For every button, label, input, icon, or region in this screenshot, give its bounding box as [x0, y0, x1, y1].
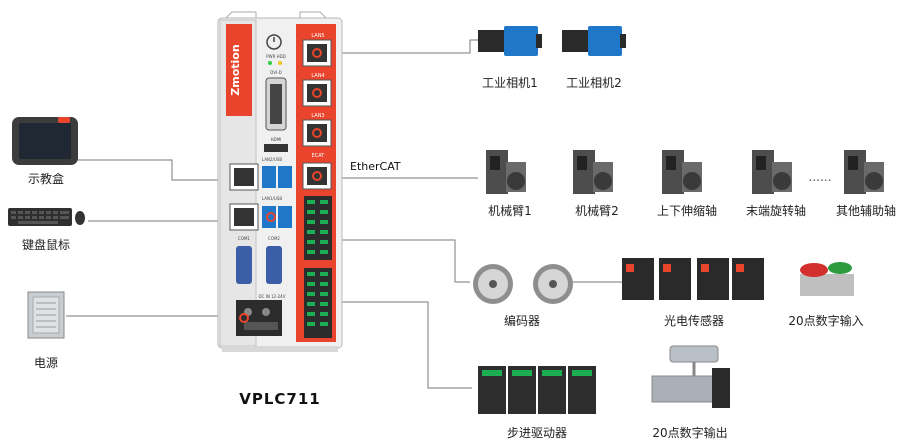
svg-text:LAN2/USB: LAN2/USB [262, 157, 282, 162]
label-axis-2: 机械臂2 [575, 204, 619, 218]
label-camera-2: 工业相机2 [566, 76, 622, 90]
svg-text:LAN3: LAN3 [311, 113, 324, 119]
encoder-icon-2 [533, 264, 573, 304]
label-camera-1: 工业相机1 [482, 76, 538, 90]
svg-text:COM2: COM2 [268, 236, 280, 241]
brand-strip [226, 24, 252, 116]
label-pendant: 示教盒 [27, 172, 65, 186]
line-encoder [330, 239, 470, 283]
connection-lines [66, 39, 622, 389]
photoelectric-sensor-icons [622, 258, 764, 300]
power-supply-icon [27, 291, 65, 339]
front-ports: PWR HDD DVI-D HDMI LAN2/USB LAN1/USB COM… [229, 34, 292, 336]
svg-text:PWR HDD: PWR HDD [266, 54, 286, 59]
axes-ellipsis: ...... [808, 170, 832, 184]
svg-text:LAN1/USB: LAN1/USB [262, 196, 282, 201]
svg-text:LAN5: LAN5 [311, 33, 324, 39]
camera-icon-1 [478, 26, 542, 56]
stepper-driver-icons [478, 366, 596, 414]
ethercat-label: EtherCAT [350, 160, 401, 173]
line-stepper [330, 301, 472, 389]
vplc-device: Zmotion LAN5 LAN4 LAN3 ECAT [217, 11, 343, 352]
label-axis-5: 其他辅助轴 [835, 204, 897, 218]
servo-icon-5 [844, 150, 884, 194]
line-pendant [72, 159, 240, 181]
label-stepper: 步进驱动器 [506, 426, 568, 440]
servo-icon-4 [752, 150, 792, 194]
label-power: 电源 [33, 356, 59, 370]
svg-text:COM1: COM1 [238, 236, 250, 241]
servo-icon-3 [662, 150, 702, 194]
svg-text:DC IN 12-24V: DC IN 12-24V [259, 294, 286, 299]
label-axis-1: 机械臂1 [488, 204, 532, 218]
label-digital-input: 20点数字输入 [788, 314, 864, 328]
label-digital-output: 20点数字输出 [652, 426, 728, 440]
camera-icon-2 [562, 26, 626, 56]
power-button-icon [266, 34, 282, 50]
svg-text:LAN4: LAN4 [311, 73, 324, 79]
label-photoelectric: 光电传感器 [663, 314, 725, 328]
encoder-icon-1 [473, 264, 513, 304]
lan-ports: LAN5 LAN4 LAN3 ECAT [302, 33, 332, 190]
solenoid-valve-icon [651, 345, 730, 408]
terminal-blocks [304, 196, 332, 338]
svg-text:HDMI: HDMI [271, 137, 282, 142]
label-keyboard-mouse: 键盘鼠标 [21, 238, 71, 252]
push-button-icons [800, 262, 854, 296]
servo-icon-2 [573, 150, 613, 194]
device-model-title: VPLC711 [239, 390, 321, 408]
label-axis-3: 上下伸缩轴 [656, 204, 718, 218]
teaching-pendant-icon [12, 117, 78, 165]
svg-text:DVI-D: DVI-D [270, 70, 281, 75]
svg-text:ECAT: ECAT [312, 153, 326, 159]
line-cameras [316, 39, 478, 54]
brand-logo-text: Zmotion [229, 44, 242, 95]
servo-icon-1 [486, 150, 526, 194]
label-axis-4: 末端旋转轴 [745, 204, 807, 218]
keyboard-mouse-icon [8, 208, 85, 226]
label-encoder: 编码器 [503, 314, 541, 328]
